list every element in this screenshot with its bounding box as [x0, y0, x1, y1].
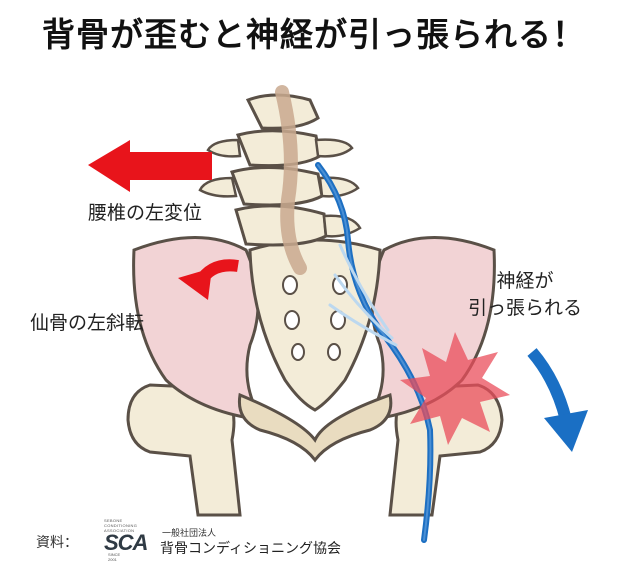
org-name: 背骨コンディショニング協会 [160, 541, 342, 557]
nerve-pulled-label: 神経が 引っ張られる [468, 268, 582, 322]
lumbar-spine [230, 93, 328, 247]
logo-subtext: SEBONE CONDITIONING ASSOCIATION [104, 518, 138, 533]
left-ilium [132, 236, 265, 422]
lumbar-shift-label: 腰椎の左変位 [88, 202, 203, 224]
sacrum-tilt-label: 仙骨の左斜転 [30, 312, 145, 334]
spinal-canal [275, 85, 307, 275]
logo-since: SINCE 2001 [108, 552, 121, 562]
transverse-processes [198, 138, 362, 238]
arrow-left-icon [88, 140, 212, 192]
curved-arrow-icon [178, 259, 239, 300]
nerve-label-line2: 引っ張られる [468, 297, 583, 319]
nerve-label-line1: 神経が [496, 270, 554, 292]
pubic-ring [237, 392, 393, 463]
curved-down-arrow-icon [527, 348, 588, 452]
sacrum [248, 238, 382, 412]
sca-logo: SCA [104, 530, 148, 555]
sciatic-nerve [315, 162, 434, 543]
page-title: 背骨が歪むと神経が引っ張られる！ [42, 15, 586, 54]
source-label: 資料： [36, 535, 78, 551]
org-prefix: 一般社団法人 [162, 529, 217, 539]
pain-burst-icon [400, 332, 510, 445]
